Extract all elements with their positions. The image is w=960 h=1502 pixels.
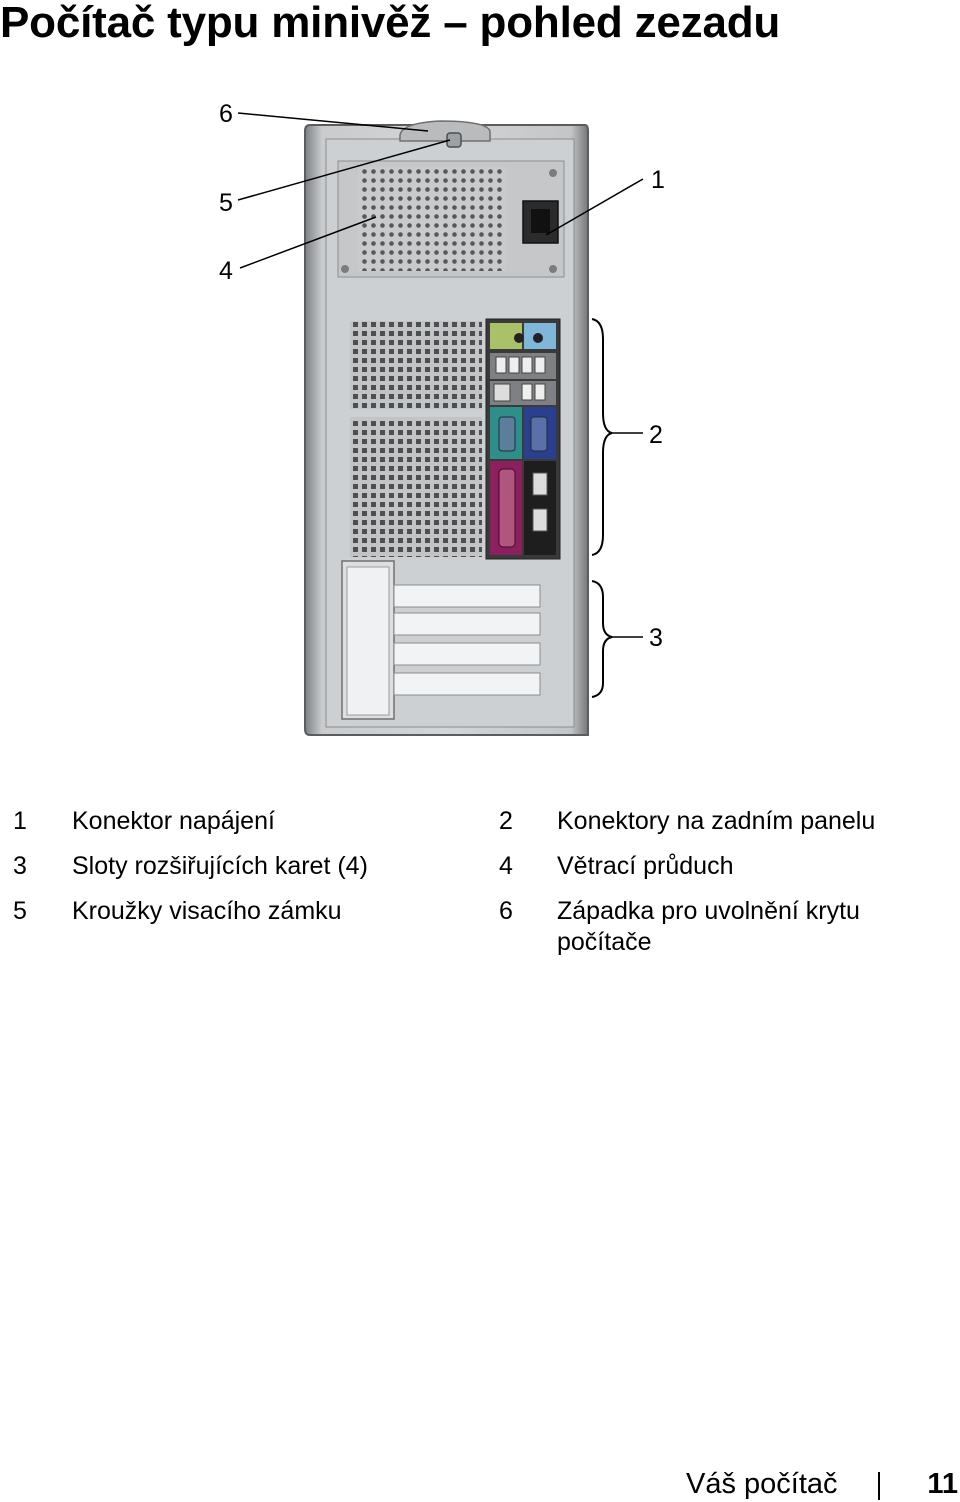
case-vent-lower [350,417,482,557]
legend-number: 1 [13,807,27,835]
leader-4 [239,216,377,269]
cover-release-latch [399,120,491,142]
footer-separator [878,1472,880,1500]
legend-number: 3 [13,852,27,880]
legend-label: Západka pro uvolnění krytu počítače [557,897,860,956]
callout-3: 3 [649,624,663,652]
computer-rear-view-figure: 6 5 4 1 2 3 [0,95,960,755]
callout-6: 6 [219,100,233,128]
page-title: Počítač typu minivěž – pohled zezadu [0,0,781,47]
legend-number: 5 [13,897,27,925]
legend-label: Konektor napájení [72,807,275,835]
legend-number: 4 [499,852,513,880]
legend-number: 6 [499,897,513,925]
legend-label: Konektory na zadním panelu [557,807,876,835]
legend-label: Sloty rozšiřujících karet (4) [72,852,368,880]
brace-expansion-slots [591,580,613,698]
legend-number: 2 [499,807,513,835]
callout-5: 5 [219,189,233,217]
brace-rear-panel [591,318,613,556]
expansion-slots [341,560,541,720]
psu-vent [358,167,506,271]
rear-io-panel [485,318,561,560]
tower-rear-illustration [237,112,644,736]
leader-1 [545,178,644,236]
legend-label: Větrací průduch [557,852,734,880]
leader-6 [237,112,429,132]
leader-5 [237,139,451,201]
page-footer: Váš počítač 11 [0,1466,960,1502]
callout-4: 4 [219,257,233,285]
callout-2: 2 [649,421,663,449]
padlock-ring [446,132,462,148]
page-number: 11 [927,1468,958,1500]
callout-1: 1 [651,166,665,194]
case-vent-upper [350,321,482,409]
footer-section-title: Váš počítač [686,1468,838,1500]
legend-label: Kroužky visacího zámku [72,897,342,925]
